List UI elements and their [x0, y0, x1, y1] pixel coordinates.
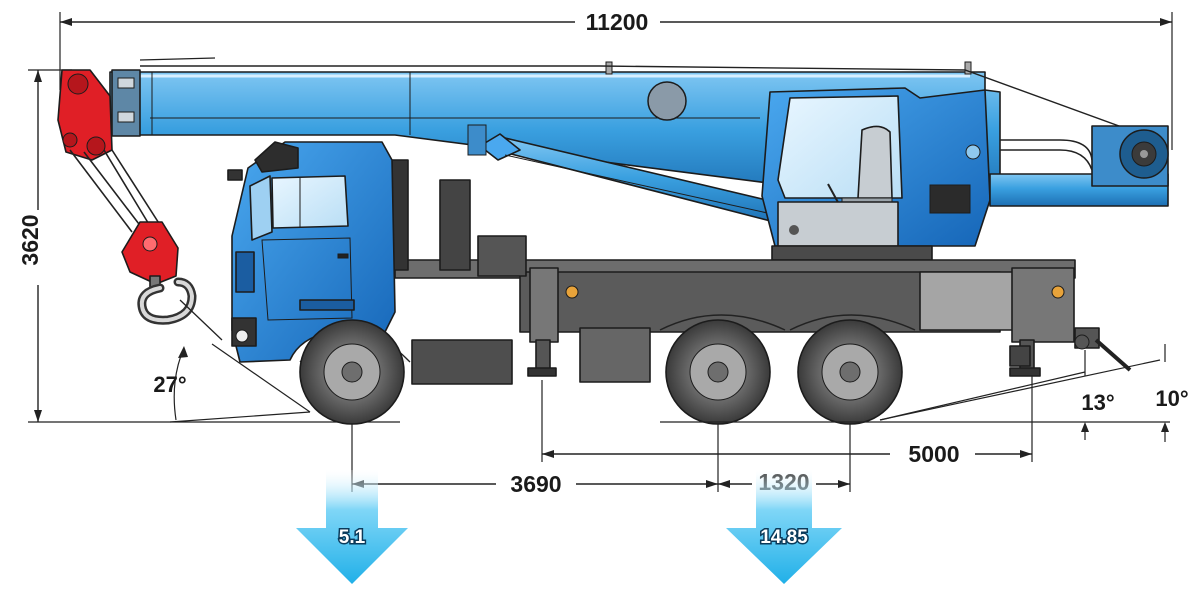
truck-chassis — [391, 159, 1076, 385]
rear-axle-load-label: 14.85 — [760, 527, 808, 548]
front-axle-load-label: 5.1 — [339, 527, 366, 548]
outrigger-span-label: 5000 — [908, 441, 959, 467]
overall-height-dimension: 3620 — [17, 69, 400, 423]
overall-height-label: 3620 — [17, 214, 43, 265]
winch-assembly — [989, 125, 1169, 207]
rear-outrigger — [1009, 267, 1132, 377]
outrigger-span-dimension: 5000 — [541, 376, 1033, 467]
front-wheelbase-label: 3690 — [510, 471, 561, 497]
hook-block — [57, 69, 223, 341]
truck-cab — [227, 141, 396, 363]
departure-angles: 13° 10° — [660, 344, 1189, 442]
rear-axle-load-arrow: 14.85 — [726, 470, 842, 584]
outriggers — [527, 267, 1132, 377]
departure-angle-outrigger-label: 13° — [1081, 390, 1114, 415]
departure-angle-rear-label: 10° — [1155, 386, 1188, 411]
front-outrigger — [527, 267, 579, 377]
crane-turret — [761, 87, 991, 261]
front-axle-load-arrow: 5.1 — [296, 470, 408, 584]
boom-pulley-cap — [647, 81, 687, 121]
approach-angle-label: 27° — [153, 372, 186, 397]
front-wheel — [299, 319, 411, 425]
rear-wheel-1 — [665, 319, 771, 425]
overall-length-label: 11200 — [586, 9, 649, 35]
approach-angle: 27° — [153, 343, 311, 423]
overall-length-dimension: 11200 — [59, 9, 1173, 150]
rear-wheel-2 — [797, 319, 903, 425]
